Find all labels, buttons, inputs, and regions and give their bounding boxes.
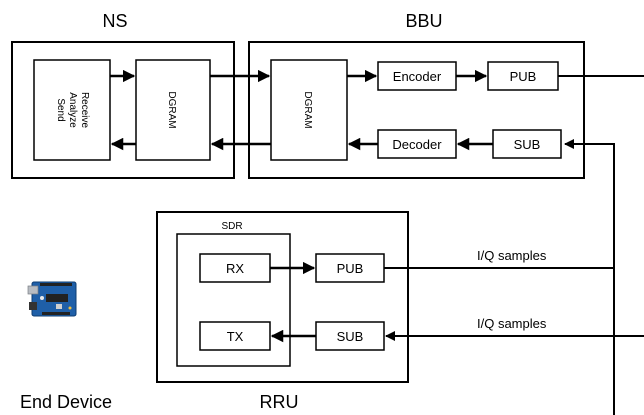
bbu-dgram-block	[270, 59, 348, 161]
ns-radio-block	[33, 59, 111, 161]
sdr-title: SDR	[221, 221, 242, 232]
ns-radio-line2: Analyze	[67, 92, 78, 128]
bbu-dgram-label: DGRAM	[302, 91, 313, 128]
bbu-sub-label: SUB	[514, 137, 541, 152]
decoder-label: Decoder	[392, 137, 442, 152]
link-to-bbu-sub	[564, 139, 615, 415]
ns-title: NS	[102, 11, 127, 31]
rru-title: RRU	[260, 392, 299, 412]
rru-pub-label: PUB	[337, 261, 364, 276]
bbu-title: BBU	[405, 11, 442, 31]
encoder-label: Encoder	[393, 69, 442, 84]
ns-dgram-label: DGRAM	[166, 91, 177, 128]
iq-label-lower: I/Q samples	[477, 316, 547, 331]
tx-label: TX	[227, 329, 244, 344]
ns-dgram-block	[135, 59, 211, 161]
bbu-pub-label: PUB	[510, 69, 537, 84]
iq-label-upper: I/Q samples	[477, 248, 547, 263]
links	[384, 75, 644, 415]
rru-pub-block	[315, 253, 385, 283]
arrows	[110, 69, 493, 343]
ns-radio-line1: Receive	[79, 92, 90, 129]
ns-radio-label: Receive Analyze Send	[55, 92, 90, 129]
rx-label: RX	[226, 261, 244, 276]
ns-radio-line3: Send	[55, 98, 66, 121]
rru-sub-label: SUB	[337, 329, 364, 344]
decoder-block	[377, 129, 457, 159]
end-device-label: End Device	[20, 392, 112, 412]
end-device-board-image	[27, 281, 77, 317]
tx-block	[199, 321, 271, 351]
